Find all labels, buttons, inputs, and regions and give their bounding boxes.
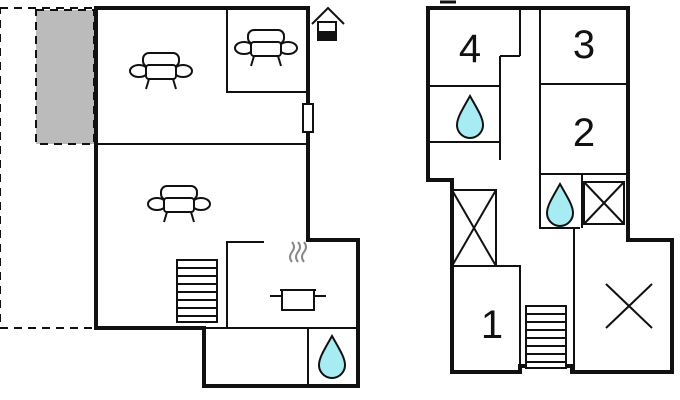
water-drop-icon: [546, 183, 574, 227]
terrace-shaded-area: [35, 9, 95, 145]
cross-box-icon: [451, 189, 497, 267]
bedroom-number-2: 2: [573, 111, 595, 155]
sofa-icon: [147, 185, 211, 223]
left-floor-outer-wall: [94, 6, 360, 388]
bedroom-number-1: 1: [481, 303, 503, 347]
wall-kitchen: [226, 241, 264, 328]
bedroom-number-4: 4: [459, 27, 481, 71]
water-drop-icon: [318, 335, 346, 379]
right-floor: 4 3 2 1: [426, 0, 674, 374]
armchair-icon: [234, 29, 298, 67]
bedroom-number-3: 3: [573, 23, 595, 67]
right-floor-outer-wall: [426, 6, 674, 374]
window: [302, 103, 314, 133]
stairs-icon: [176, 259, 218, 323]
water-drop-icon: [456, 95, 484, 139]
left-floor: [0, 6, 360, 388]
stairs-icon: [525, 305, 567, 369]
sofa-icon: [129, 52, 193, 90]
house-entrance-icon: [311, 6, 345, 41]
wall: [452, 265, 521, 372]
cross-icon: [605, 283, 653, 329]
wall-small-room: [226, 8, 308, 93]
wall: [539, 174, 580, 229]
cooking-pot-icon: [270, 241, 326, 311]
wall: [428, 141, 501, 160]
cross-box-icon: [583, 181, 625, 225]
